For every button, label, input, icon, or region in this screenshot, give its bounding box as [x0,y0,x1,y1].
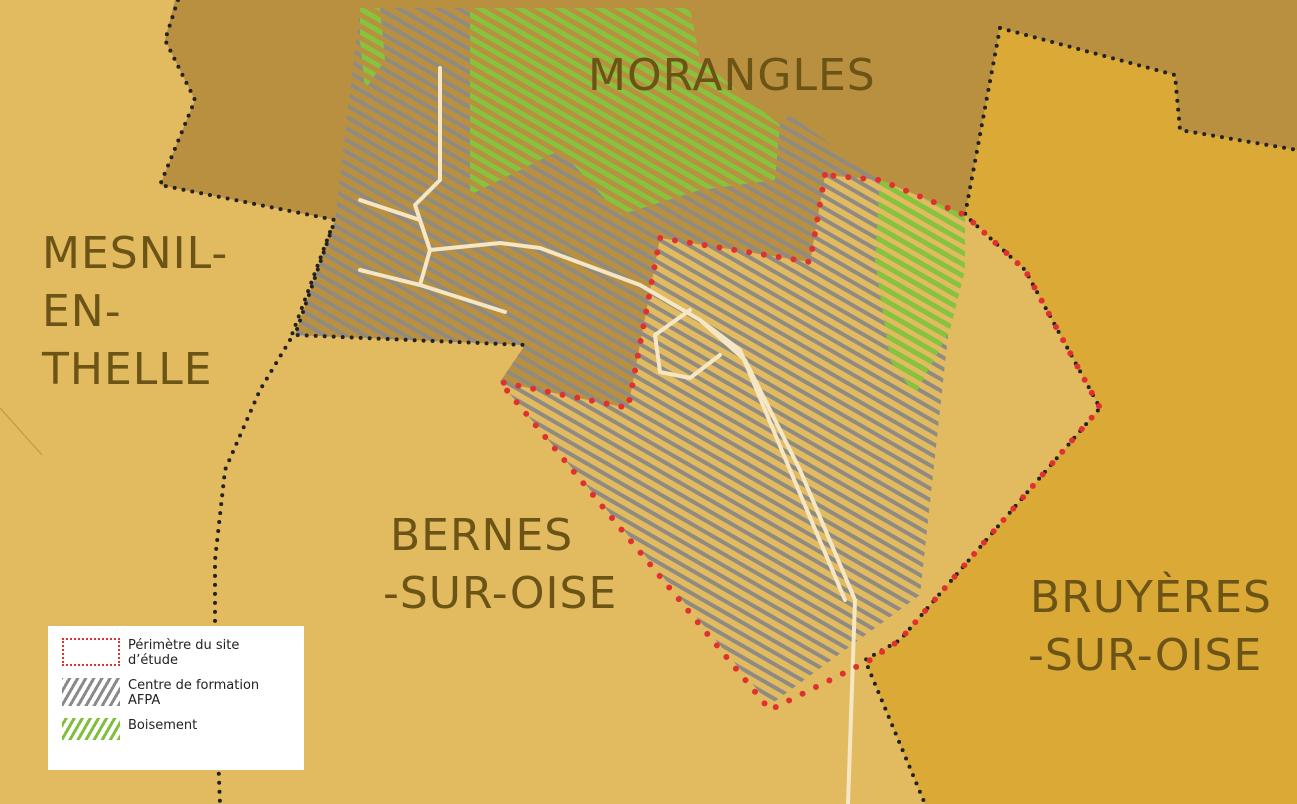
label-bruyeres-line-1: BRUYÈRES [1030,570,1272,623]
legend-item-boisement: Boisement [62,718,290,740]
grey-hatch-icon [62,678,120,706]
woodland-hatch-top [470,8,780,215]
label-morangles: MORANGLES [588,50,876,101]
legend-label-afpa: Centre de formation AFPA [128,678,260,708]
label-mesnil-line-1: MESNIL- [42,228,228,279]
dotted-red-rectangle-icon [62,638,120,666]
afpa-hatch-area [295,8,960,705]
map-legend: Périmètre du site d’étude Centre de form… [48,626,304,770]
label-bruyeres-line-2: -SUR-OISE [1028,630,1262,681]
label-bruyeres: BRUYÈRES -SUR-OISE [1028,570,1287,681]
study-perimeter [492,171,1104,714]
decorative-line [0,407,43,456]
woodland-hatch-left [360,8,385,90]
road-network [358,66,857,804]
woodland-hatch-right [875,180,965,395]
label-bernes: BERNES -SUR-OISE [383,510,617,619]
label-bernes-line-2: -SUR-OISE [383,568,617,619]
legend-item-afpa: Centre de formation AFPA [62,678,290,708]
label-mesnil: MESNIL- EN- THELLE [41,228,243,395]
legend-item-perimetre: Périmètre du site d’étude [62,638,290,668]
legend-label-perimetre: Périmètre du site d’étude [128,638,240,668]
label-mesnil-line-3: THELLE [41,344,213,395]
label-bernes-line-1: BERNES [390,510,573,561]
label-mesnil-line-2: EN- [42,286,122,337]
legend-label-boisement: Boisement [128,718,198,733]
green-hatch-icon [62,718,120,740]
